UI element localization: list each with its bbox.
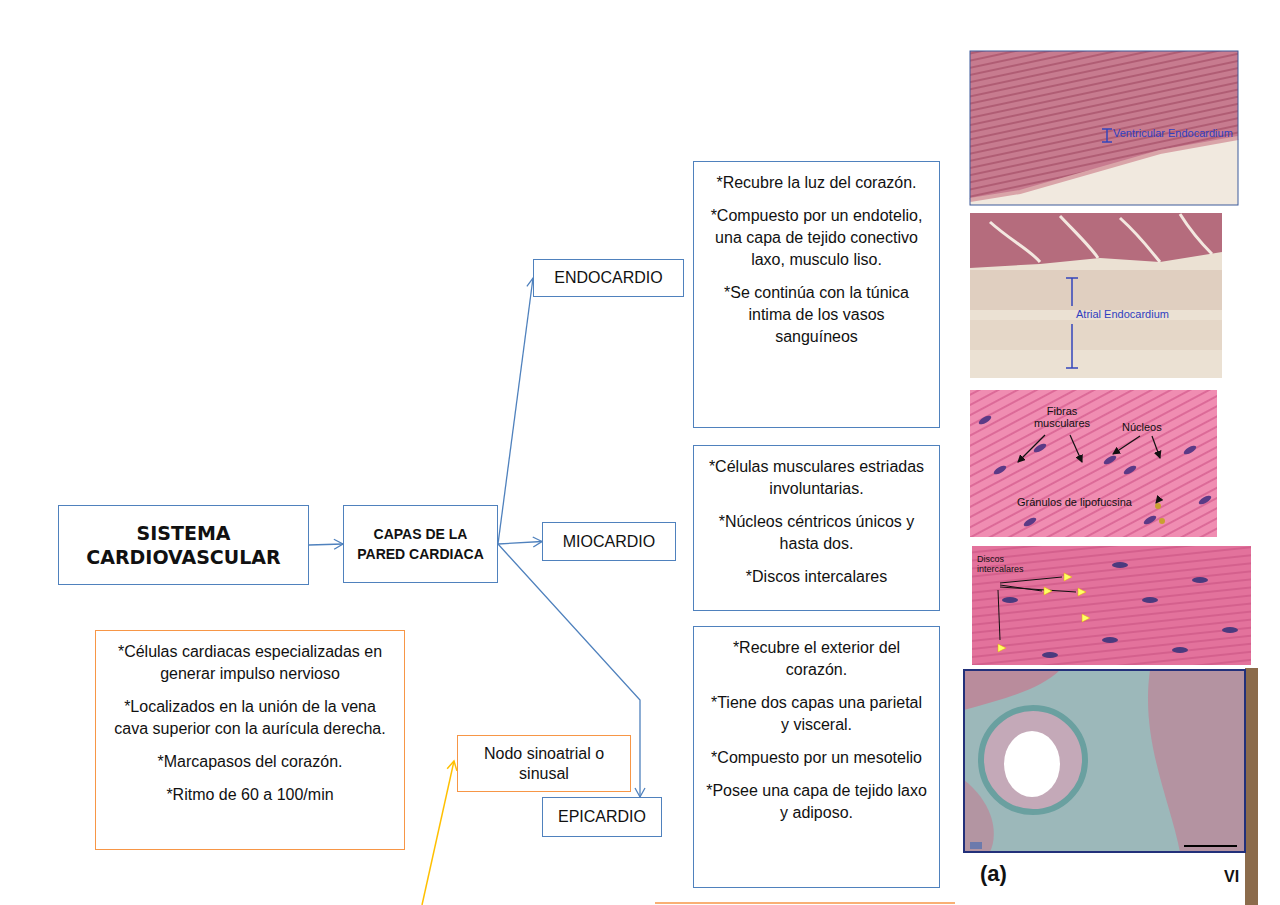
- node-text: *Compuesto por un endotelio, una capa de…: [706, 205, 927, 271]
- description-box: *Recubre la luz del corazón. *Compuesto p…: [693, 161, 940, 428]
- description-box: *Células cardiacas especializadas en gen…: [95, 630, 405, 850]
- panel-letter: VI: [1224, 868, 1239, 885]
- layer-box: EPICARDIO: [542, 797, 662, 837]
- hub-box: CAPAS DE LA PARED CARDIACA: [343, 505, 498, 583]
- node-text: *Posee una capa de tejido laxo y adiposo…: [706, 780, 927, 824]
- node-text: *Tiene dos capas una parietal y visceral…: [706, 692, 927, 736]
- node-text: *Células cardiacas especializadas en gen…: [108, 641, 392, 685]
- node-text: ENDOCARDIO: [554, 268, 662, 288]
- node-text: MIOCARDIO: [563, 532, 655, 552]
- description-box: *Recubre el exterior del corazón. *Tiene …: [693, 626, 940, 888]
- connector-arrow: [498, 278, 533, 544]
- image-label: Gránulos de lipofucsina: [1017, 496, 1132, 508]
- image-label: Núcleos: [1122, 421, 1162, 433]
- title-box: SISTEMA CARDIOVASCULAR: [58, 505, 309, 585]
- node-text: *Núcleos céntricos únicos y hasta dos.: [706, 511, 927, 555]
- node-text: *Compuesto por un mesotelio: [711, 747, 922, 769]
- connector-arrow: [309, 544, 343, 545]
- node-text: *Recubre la luz del corazón.: [716, 172, 916, 194]
- node-text: Nodo sinoatrial o sinusal: [468, 744, 620, 784]
- node-text: EPICARDIO: [558, 807, 646, 827]
- node-box: Nodo sinoatrial o sinusal: [457, 735, 631, 792]
- node-text: *Localizados en la unión de la vena cava…: [108, 696, 392, 740]
- node-text: *Células musculares estriadas involuntar…: [706, 456, 927, 500]
- node-text: *Ritmo de 60 a 100/min: [166, 784, 333, 806]
- image-label: Discos intercalares: [977, 554, 1037, 574]
- node-text: SISTEMA CARDIOVASCULAR: [69, 521, 298, 569]
- layer-box: MIOCARDIO: [542, 522, 676, 561]
- layer-box: ENDOCARDIO: [533, 259, 684, 297]
- connector-arrow: [498, 542, 542, 545]
- node-text: *Se continúa con la túnica intima de los…: [706, 282, 927, 348]
- image-label: Fibras musculares: [1032, 405, 1092, 429]
- node-text: *Recubre el exterior del corazón.: [706, 637, 927, 681]
- node-text: CAPAS DE LA PARED CARDIACA: [352, 524, 489, 564]
- image-label: Atrial Endocardium: [1076, 308, 1169, 320]
- description-box: *Células musculares estriadas involuntar…: [693, 445, 940, 611]
- node-text: *Marcapasos del corazón.: [158, 751, 343, 773]
- panel-letter: (a): [980, 862, 1007, 885]
- node-text: *Discos intercalares: [746, 566, 887, 588]
- image-label: Ventricular Endocardium: [1113, 127, 1233, 139]
